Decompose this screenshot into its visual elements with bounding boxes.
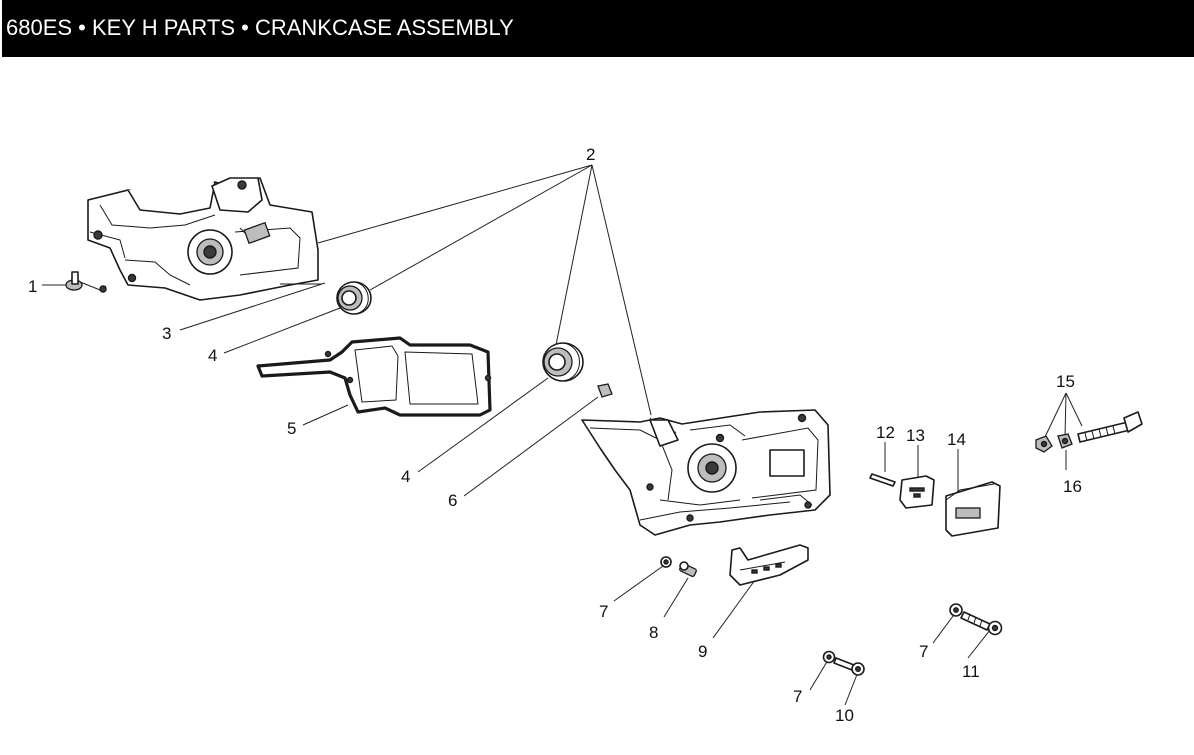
leader-15-b [1064,392,1067,438]
callout-1: 1 [28,277,37,296]
page-header: 680ES • KEY H PARTS • CRANKCASE ASSEMBLY [2,0,1194,57]
dowel-icon [597,383,613,398]
callout-5: 5 [287,419,296,438]
callout-7: 7 [793,687,802,706]
leader-11 [967,629,991,659]
callout-10: 10 [835,706,854,725]
screw-icon [65,271,107,293]
leader-4-upper [223,307,341,354]
callout-11: 11 [962,662,980,681]
screw-icon [822,650,865,676]
callout-4: 4 [401,467,410,486]
chain-catcher-bracket-icon [729,544,809,586]
callout-2: 2 [586,145,595,164]
leader-2-to-bearing-lower [555,164,593,346]
leader-7-left [613,565,664,602]
washer-icon [660,556,672,568]
stud-bolt-icon [869,473,896,487]
callout-7: 7 [599,602,608,621]
crankcase-half-left-icon [87,177,322,301]
leader-2-to-crankcase-left [317,164,593,244]
leader-9 [712,579,756,639]
leader-15-a [1044,392,1067,438]
page-title: 680ES • KEY H PARTS • CRANKCASE ASSEMBLY [6,15,514,40]
screw-icon [1035,411,1143,453]
leader-15-c [1065,392,1083,427]
leader-2-to-crankcase-right [591,164,652,416]
callout-labels: 1 2 3 4 5 4 6 7 8 9 7 10 7 11 12 13 14 1… [28,145,1082,725]
callout-14: 14 [947,430,966,449]
callout-9: 9 [698,642,707,661]
leader-8 [663,577,689,618]
leader-4-lower [417,377,549,473]
plate-icon [945,481,1001,537]
callout-3: 3 [162,324,171,343]
ball-bearing-icon [542,342,584,382]
leader-3 [179,282,326,331]
leader-5 [302,404,349,426]
plate-icon [899,475,935,509]
callout-13: 13 [906,426,925,445]
leader-lines [42,164,1083,706]
callout-12: 12 [876,423,895,442]
crankcase-half-right-icon [581,409,831,536]
callout-15: 15 [1056,372,1075,391]
screw-icon [949,603,1003,636]
gasket-icon [256,336,492,417]
screw-icon [679,561,697,577]
callout-6: 6 [448,491,457,510]
leader-7-bottom [809,659,829,691]
callout-7: 7 [919,642,928,661]
callout-8: 8 [649,623,658,642]
callout-16: 16 [1063,477,1082,496]
leader-2-to-bearing-upper [369,164,593,291]
leader-10 [844,671,859,706]
callout-4: 4 [208,346,217,365]
leader-7-right [932,611,957,644]
ball-bearing-icon [336,281,372,315]
leader-6 [463,396,599,497]
